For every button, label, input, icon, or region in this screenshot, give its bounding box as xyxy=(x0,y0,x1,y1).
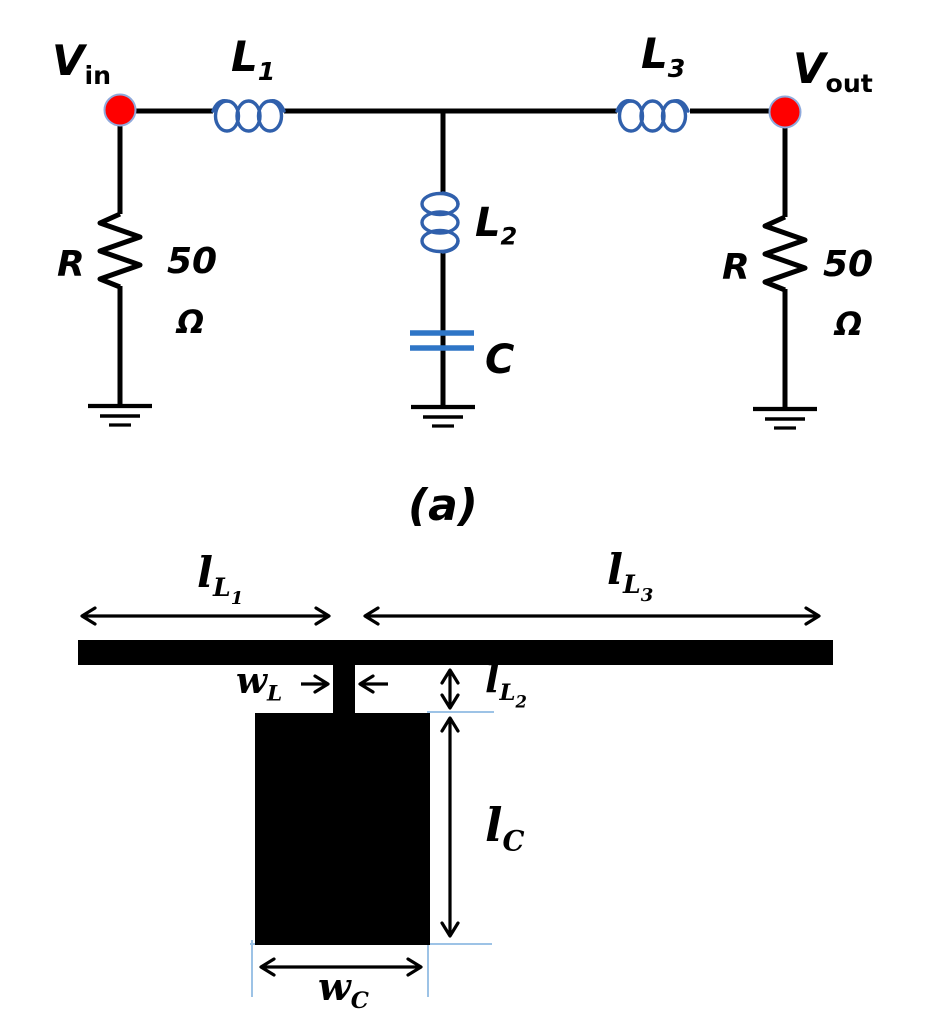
label-l2: L2 xyxy=(475,200,518,251)
label-l1: L1 xyxy=(231,32,276,86)
label-width-c: wC xyxy=(318,964,369,1014)
capacitor-patch xyxy=(255,713,430,945)
label-len-l3: lL3 xyxy=(607,545,654,606)
label-r-value-right: 50 xyxy=(823,244,874,285)
ground-center xyxy=(411,404,475,428)
microstrip-stub xyxy=(333,663,355,714)
label-len-c: lC xyxy=(485,798,525,858)
label-l3: L3 xyxy=(641,29,686,83)
inductor-l1 xyxy=(211,99,286,133)
label-vin: Vin xyxy=(52,36,112,90)
microstrip-top-bar xyxy=(78,640,833,665)
resistor-left xyxy=(97,211,143,290)
inductor-l2 xyxy=(420,191,460,254)
label-r-value-left: 50 xyxy=(167,241,218,282)
label-width-l: wL xyxy=(236,660,283,707)
vin-node-dot xyxy=(103,93,137,127)
microstrip-layout xyxy=(78,606,833,997)
label-r-right: R xyxy=(722,247,750,288)
ground-right xyxy=(753,406,817,430)
capacitor-c xyxy=(410,330,474,351)
label-c: C xyxy=(485,337,515,383)
resistor-right xyxy=(762,214,808,293)
inductor-l3 xyxy=(615,99,690,133)
circuit-schematic xyxy=(88,93,817,430)
label-len-l1: lL1 xyxy=(197,548,244,609)
ground-left xyxy=(88,403,152,427)
label-len-l2: lL2 xyxy=(485,656,527,712)
panel-a-label: (a) xyxy=(408,480,478,531)
label-ohm-right: Ω xyxy=(835,305,863,343)
dimension-arrows xyxy=(80,606,821,977)
label-r-left: R xyxy=(57,244,85,285)
label-vout: Vout xyxy=(793,44,873,98)
vout-node-dot xyxy=(768,95,802,129)
label-ohm-left: Ω xyxy=(177,303,205,341)
